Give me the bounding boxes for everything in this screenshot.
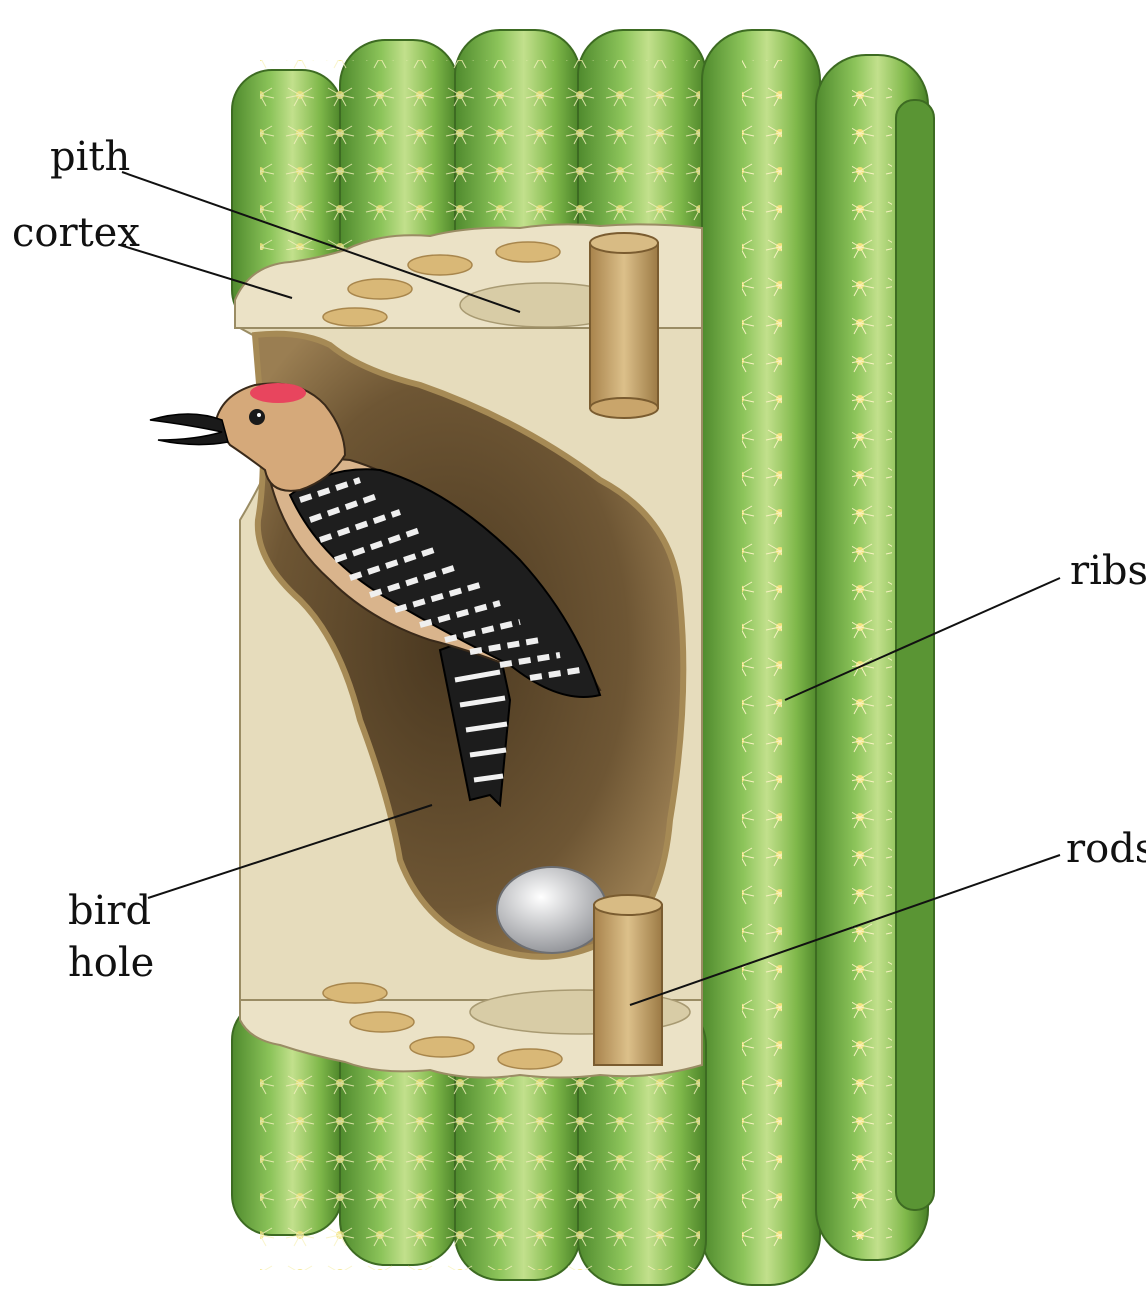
vascular-bundle bbox=[348, 279, 412, 299]
vascular-bundle bbox=[350, 1012, 414, 1032]
vascular-bundle bbox=[323, 983, 387, 1003]
rod-lower-top bbox=[594, 895, 662, 915]
rods bbox=[590, 233, 658, 418]
bird-beak bbox=[150, 414, 228, 445]
spines-bottom bbox=[260, 1070, 700, 1270]
vascular-bundle bbox=[496, 242, 560, 262]
rib-right-3 bbox=[896, 100, 934, 1210]
label-bird-hole-line1: bird bbox=[68, 888, 151, 934]
label-pith: pith bbox=[50, 134, 130, 180]
vascular-bundle bbox=[323, 308, 387, 326]
vascular-bundle bbox=[410, 1037, 474, 1057]
bird-eye-highlight bbox=[257, 413, 261, 417]
spines-top bbox=[260, 60, 700, 250]
bird-eye bbox=[249, 409, 265, 425]
vascular-bundle bbox=[498, 1049, 562, 1069]
spines-right-1 bbox=[742, 60, 782, 1260]
vascular-bundle bbox=[408, 255, 472, 275]
label-cortex: cortex bbox=[12, 210, 140, 256]
label-ribs: ribs bbox=[1070, 548, 1146, 594]
rod-upper-top bbox=[590, 233, 658, 253]
red-crown bbox=[250, 383, 306, 403]
rod-upper-end bbox=[590, 398, 658, 418]
rod-lower bbox=[594, 905, 662, 1065]
label-rods: rods bbox=[1066, 826, 1146, 872]
spines-right-2 bbox=[852, 80, 892, 1240]
rod-upper bbox=[590, 243, 658, 408]
label-bird-hole-line2: hole bbox=[68, 940, 154, 986]
egg bbox=[497, 867, 607, 953]
